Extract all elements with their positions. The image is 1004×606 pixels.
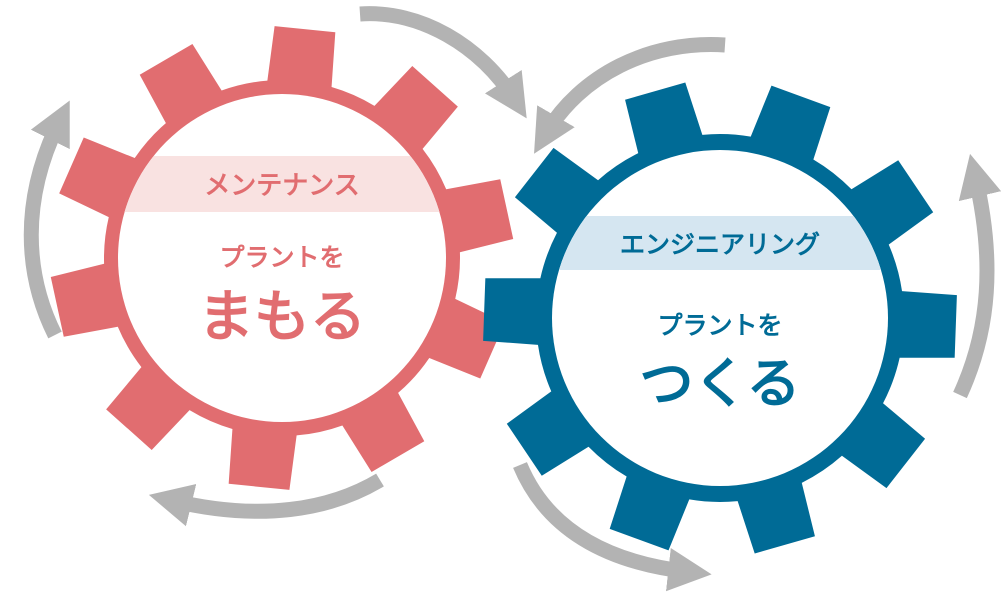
arrow-bottom-right (513, 462, 712, 592)
arrow-top-right (359, 6, 527, 119)
arrow-left-up (23, 100, 70, 339)
maintenance-category-label: メンテナンス (204, 171, 359, 201)
engineering-gear: エンジニアリング プラントを つくる (483, 82, 957, 554)
engineering-title: つくる (640, 352, 801, 415)
maintenance-subtitle: プラントを (219, 243, 344, 272)
engineering-category-label: エンジニアリング (620, 230, 820, 259)
cycle-arrows (23, 6, 1002, 592)
arrow-top-left (534, 37, 726, 154)
maintenance-label-band (118, 156, 446, 212)
arrow-bottom-left (148, 473, 384, 527)
maintenance-gear: メンテナンス プラントを まもる (50, 26, 514, 490)
engineering-subtitle: プラントを (657, 311, 782, 340)
engineering-label-band (552, 216, 888, 270)
maintenance-title: まもる (198, 285, 366, 350)
arrow-right-up (953, 153, 1002, 399)
